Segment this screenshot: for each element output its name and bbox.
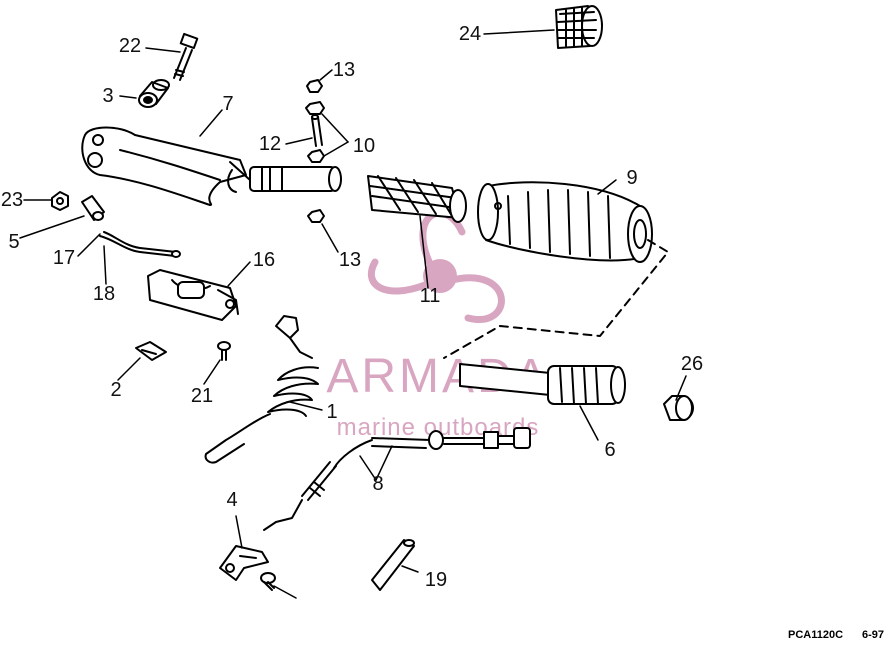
screw-part-26 [260, 572, 276, 591]
callout-13-top: 13 [333, 59, 355, 81]
grip-sleeve-part [477, 181, 653, 263]
callout-17: 17 [53, 247, 75, 269]
bushing-part [138, 79, 170, 108]
callout-10: 10 [353, 135, 375, 157]
tiller-arm-part [81, 126, 342, 206]
leader-lines [19, 29, 687, 599]
throttle-cable-part [263, 427, 531, 531]
cap-part [663, 395, 694, 421]
wire-lead-part [99, 231, 181, 258]
callout-3: 3 [102, 85, 113, 107]
screw-part [217, 341, 231, 361]
callout-19: 19 [425, 569, 447, 591]
callout-4: 4 [226, 489, 237, 511]
twist-grip-shaft-part [459, 363, 626, 405]
pin-part [311, 114, 323, 147]
callout-11: 11 [420, 285, 441, 307]
callout-12: 12 [259, 133, 281, 155]
callout-18: 18 [93, 283, 115, 305]
date-code: 6-97 [862, 629, 884, 641]
callout-7: 7 [222, 93, 233, 115]
callout-22: 22 [119, 35, 141, 57]
throttle-grip-part [367, 175, 467, 223]
callout-6: 6 [604, 439, 615, 461]
callout-9: 9 [626, 167, 637, 189]
callout-8: 8 [372, 473, 383, 495]
stop-switch-part [147, 269, 239, 321]
callout-21: 23 [1, 189, 23, 211]
sleeve-part [81, 195, 105, 221]
callout-13-bottom: 13 [339, 249, 361, 271]
catalog-code: PCA1120C [788, 629, 843, 641]
nut-part [305, 79, 325, 223]
assembly-dashed-outline [443, 239, 669, 359]
callout-23: 24 [459, 23, 481, 45]
lanyard-part [204, 315, 319, 464]
callout-5: 5 [8, 231, 19, 253]
lock-nut-part [51, 191, 69, 211]
callout-2: 2 [110, 379, 121, 401]
callout-1: 1 [326, 401, 337, 423]
bearing-part [555, 5, 603, 49]
callout-20: 21 [191, 385, 213, 407]
callout-24: 26 [681, 353, 703, 375]
clip-part [135, 341, 167, 361]
bracket-part [219, 545, 269, 581]
callout-labels: 22 3 7 13 12 10 24 9 23 5 13 11 17 18 16… [1, 23, 703, 591]
callout-16: 16 [253, 249, 275, 271]
rod-part [371, 539, 415, 591]
bolt-part [173, 32, 199, 81]
